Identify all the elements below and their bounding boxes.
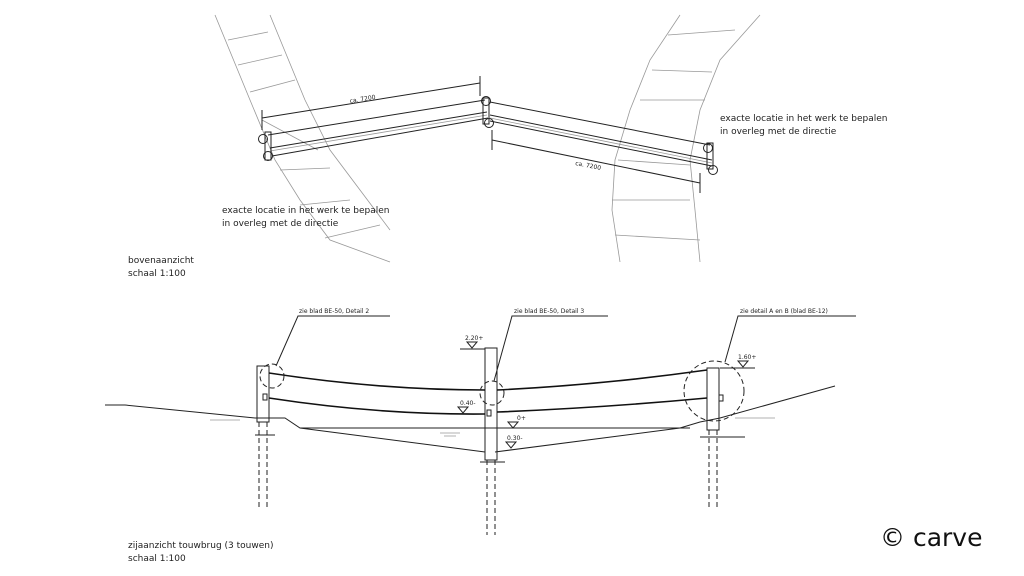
note-right-line1: exacte locatie in het werk te bepalen: [720, 114, 888, 124]
detail-markers: [259, 315, 856, 422]
dimension-left: ca. 7200: [349, 94, 376, 105]
terrain: [105, 385, 836, 453]
note-right-line2: in overleg met de directie: [720, 127, 837, 137]
right-bank: [611, 14, 761, 263]
left-bank: [214, 14, 391, 263]
level-markers: [456, 341, 750, 449]
ref-detail-2: zie blad BE-50, Detail 2: [299, 308, 369, 315]
posts: [255, 347, 745, 535]
note-left-line1: exacte locatie in het werk te bepalen: [222, 206, 390, 216]
side-view-title: zijaanzicht touwbrug (3 touwen): [128, 541, 273, 551]
ref-detail-3: zie blad BE-50, Detail 3: [514, 308, 584, 315]
top-view-scale: schaal 1:100: [128, 269, 186, 279]
level-0: 0+: [517, 415, 526, 422]
level-2-20: 2.20+: [465, 335, 483, 342]
bridge-top: [258, 76, 718, 193]
carve-logo: © carve: [880, 523, 982, 552]
ropes: [262, 369, 724, 417]
note-left-line2: in overleg met de directie: [222, 219, 339, 229]
ref-detail-a-b: zie detail A en B (blad BE-12): [740, 308, 828, 315]
level-1-60: 1.60+: [738, 354, 756, 361]
side-view-scale: schaal 1:100: [128, 554, 186, 564]
dimension-right: ca. 7200: [575, 160, 602, 172]
level-0-30: 0.30-: [507, 435, 523, 442]
level-0-40: 0.40-: [460, 400, 476, 407]
top-view-title: bovenaanzicht: [128, 256, 194, 266]
